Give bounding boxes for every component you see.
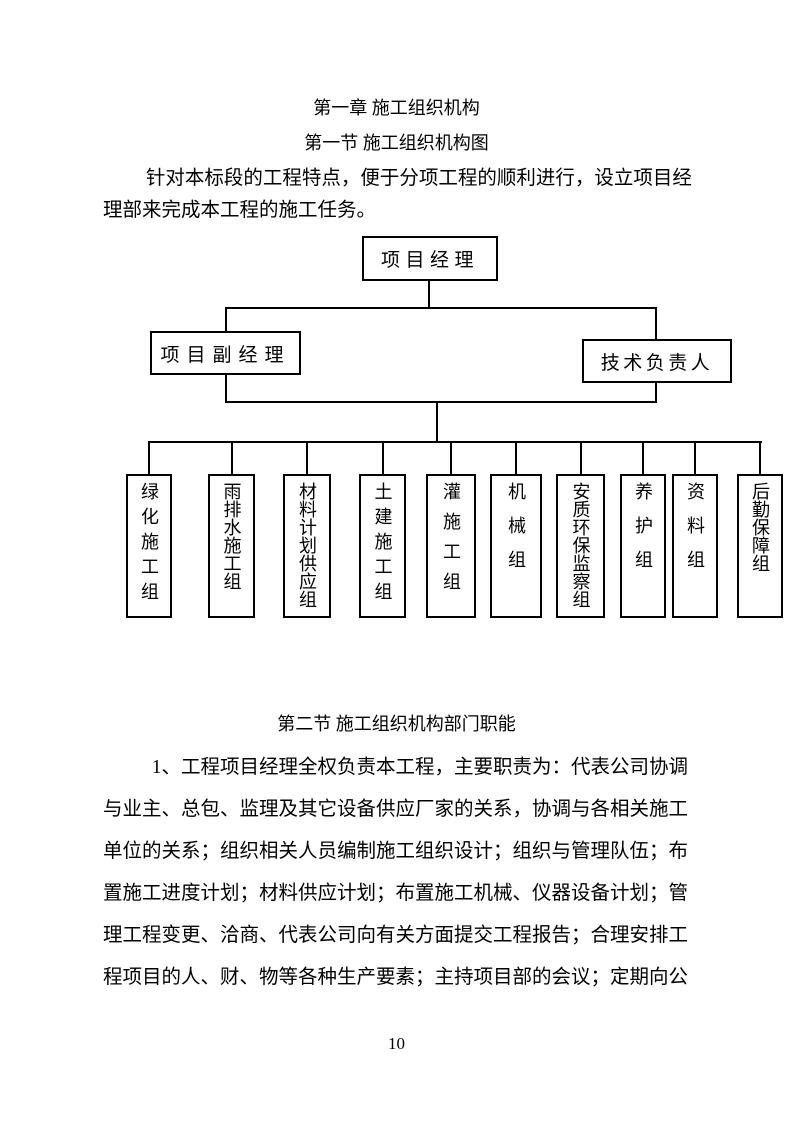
- connector-line: [148, 441, 762, 443]
- org-box-documentation-group: 资料组: [672, 474, 718, 618]
- group-label: 雨排水施工组: [221, 482, 242, 590]
- org-box-irrigation-group: 灌施工组: [426, 474, 476, 618]
- connector-line: [515, 441, 517, 474]
- paragraph-line: 与业主、总包、监理及其它设备供应厂家的关系，协调与各相关施工: [103, 799, 689, 820]
- org-box-machinery-group: 机械组: [490, 474, 542, 618]
- connector-line: [759, 441, 761, 474]
- org-box-safety-quality-group: 安质环保监察组: [556, 474, 605, 618]
- connector-line: [428, 281, 430, 307]
- org-box-deputy-manager: 项目副经理: [150, 331, 301, 375]
- group-label: 机械组: [506, 482, 526, 584]
- org-box-material-supply-group: 材料计划供应组: [283, 474, 331, 618]
- group-label: 材料计划供应组: [297, 482, 317, 608]
- org-box-civil-construction-group: 土建施工组: [359, 474, 406, 618]
- connector-line: [642, 441, 644, 474]
- connector-line: [580, 441, 582, 474]
- org-box-maintenance-group: 养护组: [620, 474, 666, 618]
- org-box-technical-director: 技术负责人: [582, 339, 732, 383]
- group-label: 资料组: [685, 482, 705, 584]
- group-label: 土建施工组: [372, 482, 393, 607]
- paragraph-line: 程项目的人、财、物等各种生产要素；主持项目部的会议；定期向公: [103, 967, 689, 988]
- connector-line: [450, 441, 452, 474]
- connector-line: [231, 441, 233, 474]
- group-label: 绿化施工组: [139, 482, 159, 607]
- paragraph-line: 置施工进度计划；材料供应计划；布置施工机械、仪器设备计划；管: [103, 883, 689, 904]
- intro-paragraph: 针对本标段的工程特点，便于分项工程的顺利进行，设立项目经 理部来完成本工程的施工…: [103, 163, 693, 227]
- connector-line: [382, 441, 384, 474]
- connector-line: [306, 441, 308, 474]
- connector-line: [148, 441, 150, 474]
- paragraph-line: 针对本标段的工程特点，便于分项工程的顺利进行，设立项目经: [145, 168, 692, 189]
- org-box-rain-drainage-group: 雨排水施工组: [208, 474, 255, 618]
- page-number: 10: [388, 1034, 405, 1053]
- connector-line: [694, 441, 696, 474]
- group-label: 安质环保监察组: [570, 482, 591, 608]
- chapter-title: 第一章 施工组织机构: [313, 98, 480, 118]
- group-label: 养护组: [633, 482, 653, 584]
- paragraph-line: 理部来完成本工程的施工任务。: [103, 200, 377, 221]
- paragraph-line: 单位的关系；组织相关人员编制施工组织设计；组织与管理队伍；布: [103, 841, 689, 862]
- org-box-project-manager: 项目经理: [362, 236, 498, 281]
- org-box-logistics-group: 后勤保障组: [737, 474, 783, 618]
- section1-title: 第一节 施工组织机构图: [304, 133, 489, 153]
- section2-title: 第二节 施工组织机构部门职能: [277, 714, 516, 734]
- paragraph-line: 理工程变更、洽商、代表公司向有关方面提交工程报告；合理安排工: [103, 925, 689, 946]
- group-label: 灌施工组: [441, 482, 461, 602]
- org-box-greening-group: 绿化施工组: [126, 474, 172, 618]
- org-chart: 项目经理 项目副经理 技术负责人 绿化施工组 雨排水施工组 材料计划供应组 土建…: [0, 236, 793, 626]
- paragraph-line: 1、工程项目经理全权负责本工程，主要职责为：代表公司协调: [151, 757, 689, 778]
- group-label: 后勤保障组: [750, 482, 770, 572]
- duties-paragraph: 1、工程项目经理全权负责本工程，主要职责为：代表公司协调 与业主、总包、监理及其…: [103, 747, 693, 999]
- connector-line: [436, 403, 438, 441]
